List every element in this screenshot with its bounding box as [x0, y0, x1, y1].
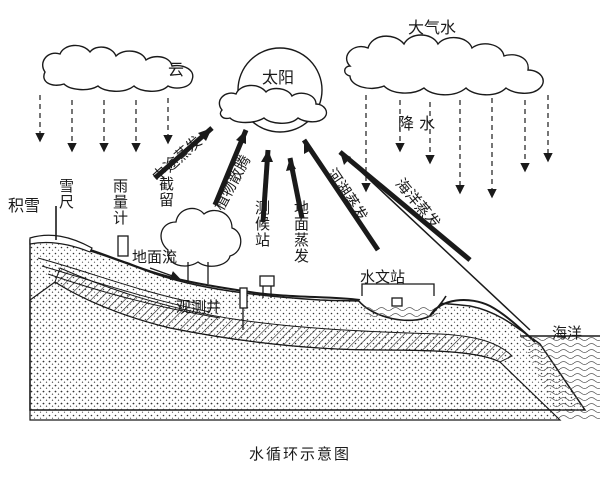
precipitation-arrows [35, 95, 553, 199]
label-ground-evaporation: 地面蒸发 [292, 200, 310, 264]
cloud-sun [218, 47, 328, 133]
diagram-caption: 水循环示意图 [248, 445, 351, 463]
label-precipitation: 降 水 [398, 114, 436, 133]
evaporation-arrow-heads [198, 128, 351, 171]
ocean-evaporation-line [339, 151, 531, 331]
label-ocean: 海洋 [552, 324, 583, 342]
label-snow-cover: 积雪 [8, 196, 41, 215]
rain-gauge-icon [117, 235, 129, 257]
label-interception: 截留 [157, 176, 175, 208]
observation-well-icon [239, 287, 248, 330]
label-surface-runoff: 地面流 [132, 248, 178, 266]
surface-runoff-arrows [149, 267, 181, 281]
trees-icon [160, 207, 242, 284]
cloud-left [42, 44, 194, 92]
label-hydrological-station: 水文站 [360, 268, 406, 286]
label-rain-gauge: 雨量计 [111, 178, 129, 226]
ground-profile [29, 234, 600, 421]
label-atmospheric-water: 大气水 [408, 18, 457, 37]
weather-station-icon [259, 275, 275, 298]
label-sun: 太阳 [262, 68, 295, 87]
label-observation-well: 观测井 [176, 298, 222, 316]
label-snow-gauge: 雪尺 [57, 178, 75, 210]
hydrological-station-icon [361, 283, 435, 307]
cloud-atmosphere [344, 34, 544, 96]
label-weather-station: 测候站 [253, 200, 271, 248]
label-cloud: 云 [168, 60, 185, 79]
